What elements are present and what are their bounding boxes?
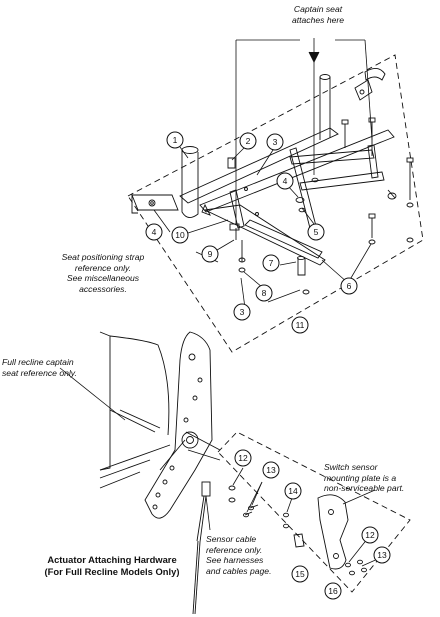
full-recline-note: Full recline captain seat reference only… — [2, 357, 77, 378]
callout-3-upper — [266, 133, 284, 151]
upper-assembly-boundary — [127, 54, 424, 353]
rear-seat-post — [319, 68, 386, 140]
actuator-hardware-parts — [228, 485, 367, 576]
callout-4-right-label: 4 — [283, 176, 288, 186]
callout-9 — [201, 245, 219, 263]
callout-5-label: 5 — [314, 227, 319, 237]
diagram-title: Actuator Attaching Hardware (For Full Re… — [44, 554, 180, 577]
callout-7 — [262, 254, 280, 272]
callout-13-left — [262, 461, 280, 479]
callout-4-left-label: 4 — [152, 227, 157, 237]
callout-8-label: 8 — [262, 288, 267, 298]
upper-callout-leaders — [153, 146, 372, 309]
callout-numbers: 1 2 3 4 4 10 5 9 7 6 8 3 11 12 13 14 15 … — [152, 135, 387, 596]
callout-16 — [324, 582, 342, 600]
actuator-hardware-boundary — [217, 431, 411, 593]
seat-strap-note: Seat positioning strap reference only. S… — [61, 252, 145, 294]
callout-14-label: 14 — [288, 486, 298, 496]
sensor-cable-leader — [205, 495, 211, 531]
callout-4-right — [276, 172, 294, 190]
callout-8 — [255, 284, 273, 302]
callout-11 — [291, 316, 309, 334]
callout-9-label: 9 — [208, 249, 213, 259]
callout-1-label: 1 — [173, 135, 178, 145]
callout-11-label: 11 — [296, 320, 305, 330]
callout-10 — [171, 226, 189, 244]
callout-7-label: 7 — [269, 258, 274, 268]
callout-12-left — [234, 449, 252, 467]
callout-markers — [145, 131, 391, 600]
sensor-cable-note: Sensor cable reference only. See harness… — [206, 534, 272, 576]
callout-12-left-label: 12 — [238, 453, 248, 463]
front-seat-post — [181, 146, 199, 218]
callout-10-label: 10 — [175, 230, 185, 240]
callout-13-left-label: 13 — [266, 465, 276, 475]
captain-seat-leaders — [235, 38, 373, 225]
captain-seat-note: Captain seat attaches here — [291, 4, 345, 25]
callout-14 — [284, 482, 302, 500]
callout-6-label: 6 — [347, 281, 352, 291]
callout-4-left — [145, 223, 163, 241]
callout-3-upper-label: 3 — [273, 137, 278, 147]
seat-side-plate — [144, 331, 213, 519]
leader-arrowhead — [308, 51, 320, 64]
lower-callout-leaders — [232, 467, 381, 567]
strap-bracket — [131, 194, 179, 214]
callout-12-right-label: 12 — [365, 530, 375, 540]
callout-3-lower-label: 3 — [240, 307, 245, 317]
callout-12-right — [361, 526, 379, 544]
full-recline-leader — [59, 367, 126, 421]
switch-sensor-note: Switch sensor mounting plate is a non-se… — [324, 462, 405, 493]
callout-1 — [166, 131, 184, 149]
callout-2 — [239, 132, 257, 150]
callout-5 — [307, 223, 325, 241]
hardware-fasteners — [227, 117, 414, 295]
recline-seat-outline — [99, 331, 171, 489]
sensor-cable — [192, 481, 211, 615]
seat-frame-rails — [179, 127, 397, 266]
callout-15 — [291, 565, 309, 583]
actuator-bracket-lines — [159, 431, 221, 471]
callout-2-label: 2 — [246, 136, 251, 146]
callout-6 — [340, 277, 358, 295]
callout-13-right-label: 13 — [377, 550, 387, 560]
callout-3-lower — [233, 303, 251, 321]
callout-15-label: 15 — [295, 569, 305, 579]
callout-16-label: 16 — [328, 586, 338, 596]
callout-13-right — [373, 546, 391, 564]
